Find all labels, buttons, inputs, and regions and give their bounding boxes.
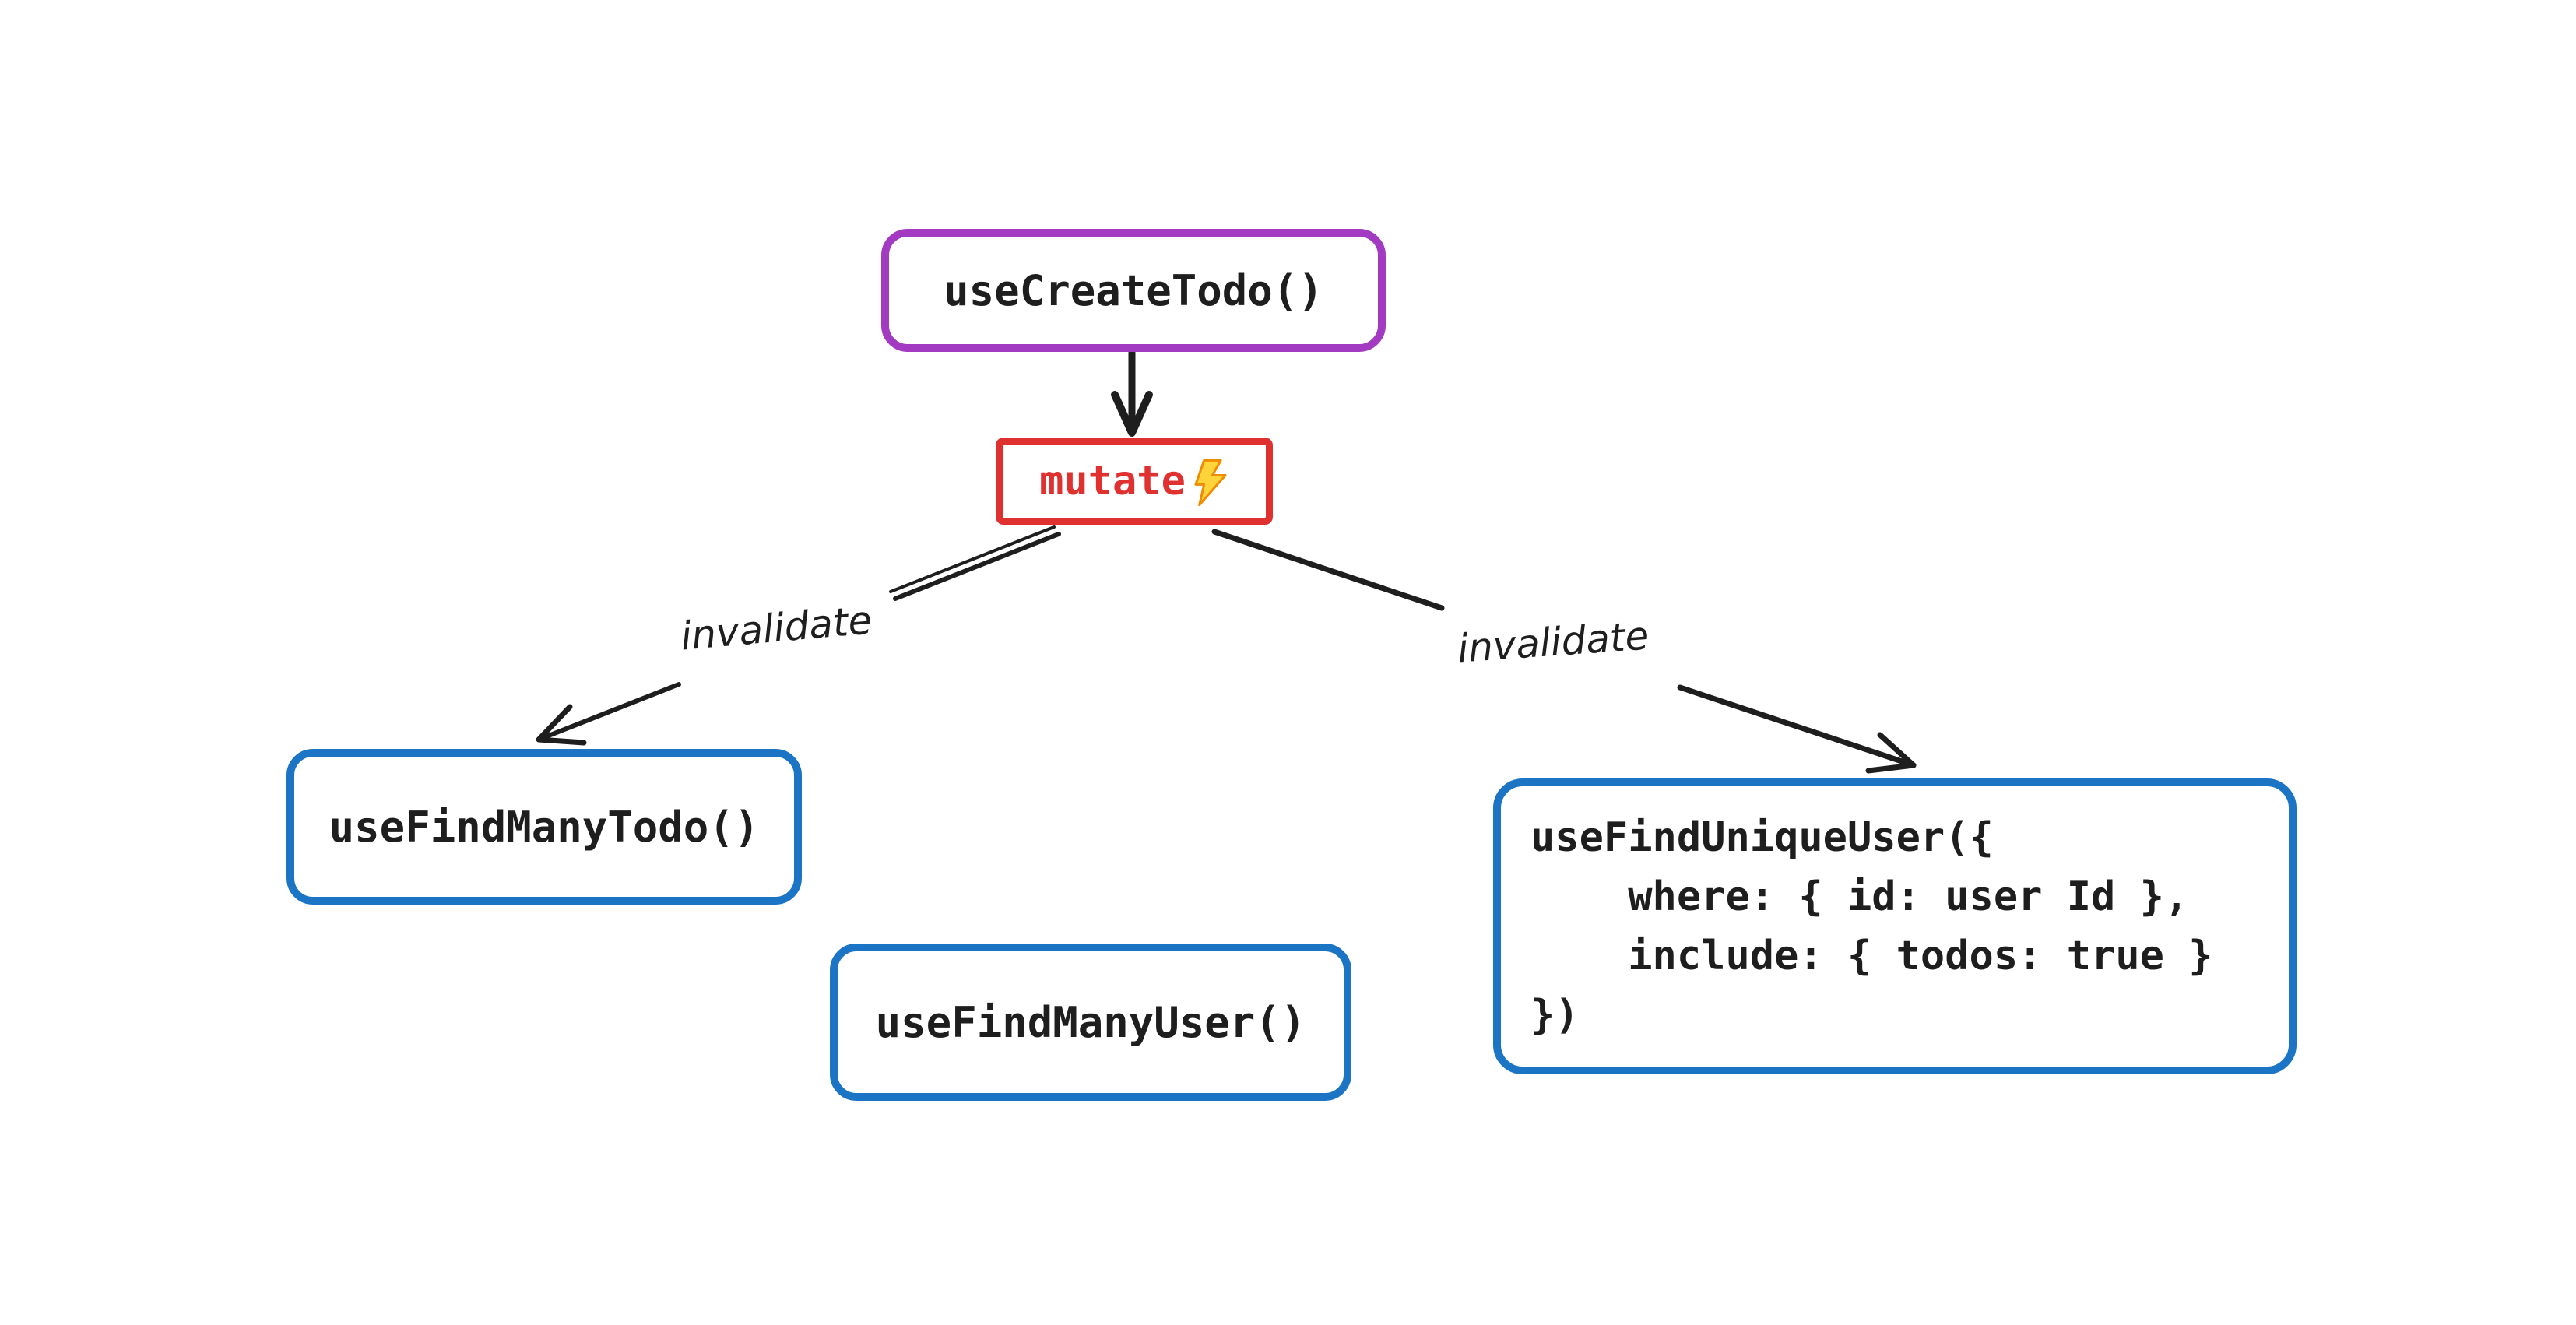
arrow-create-to-mutate[interactable] xyxy=(1111,349,1153,437)
node-use-find-unique-user-code: useFindUniqueUser({ where: { id: user Id… xyxy=(1530,814,2213,1039)
node-mutate-label: mutate xyxy=(1039,458,1186,504)
node-use-find-many-todo-label: useFindManyTodo() xyxy=(329,802,760,852)
node-use-find-unique-user[interactable]: useFindUniqueUser({ where: { id: user Id… xyxy=(1493,778,2297,1074)
node-use-find-many-user[interactable]: useFindManyUser() xyxy=(830,944,1351,1101)
node-use-create-todo-label: useCreateTodo() xyxy=(944,265,1323,315)
lightning-bolt-icon xyxy=(1194,459,1227,507)
arrow-mutate-to-find-many-todo[interactable] xyxy=(536,525,1061,746)
node-mutate[interactable]: mutate xyxy=(996,438,1273,525)
node-use-create-todo[interactable]: useCreateTodo() xyxy=(881,229,1386,352)
node-use-find-many-user-label: useFindManyUser() xyxy=(875,997,1306,1047)
arrow-mutate-to-find-unique-user[interactable] xyxy=(1211,529,1917,774)
node-use-find-many-todo[interactable]: useFindManyTodo() xyxy=(286,749,802,905)
